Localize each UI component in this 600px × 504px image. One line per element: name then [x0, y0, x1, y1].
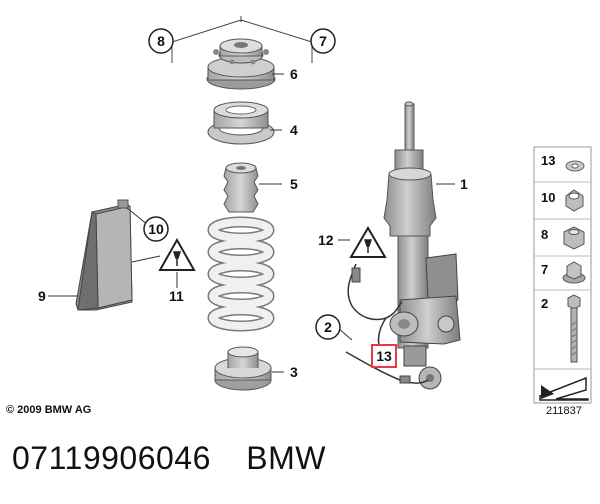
callout-12[interactable]: 12 — [318, 232, 334, 248]
legend-item-7-flange-nut[interactable]: 7 — [541, 261, 586, 284]
caption-bar: 07119906046 BMW — [12, 440, 352, 477]
callout-8[interactable]: 8 — [148, 28, 174, 54]
svg-text:13: 13 — [541, 153, 555, 168]
control-unit-part — [75, 199, 133, 311]
legend-item-8-nut[interactable]: 8 — [541, 226, 585, 250]
warning-triangle-11 — [131, 237, 196, 288]
shock-absorber-part — [383, 101, 461, 390]
callout-6[interactable]: 6 — [290, 66, 298, 82]
svg-text:8: 8 — [541, 227, 548, 242]
warning-triangle-12 — [338, 226, 387, 258]
part-number: 07119906046 — [12, 440, 211, 476]
callout-9[interactable]: 9 — [38, 288, 46, 304]
svg-text:8: 8 — [157, 33, 165, 49]
callout-10[interactable]: 10 — [143, 216, 169, 242]
callout-5[interactable]: 5 — [290, 176, 298, 192]
small-parts-legend: 13 10 8 7 2 — [533, 146, 592, 404]
top-mount-part — [206, 38, 276, 90]
bump-stop-part — [223, 162, 259, 213]
svg-text:10: 10 — [148, 221, 164, 237]
copyright-notice: © 2009 BMW AG — [6, 404, 92, 416]
brand-label: BMW — [246, 440, 326, 476]
svg-text:7: 7 — [541, 262, 548, 277]
legend-item-2-bolt[interactable]: 2 — [541, 294, 581, 363]
callout-3[interactable]: 3 — [290, 364, 298, 380]
callout-13-highlighted[interactable]: 13 — [371, 344, 397, 368]
svg-text:7: 7 — [319, 33, 327, 49]
callout-7[interactable]: 7 — [310, 28, 336, 54]
arrow-icon — [539, 376, 589, 401]
parts-diagram: 8 7 10 2 13 6 4 5 3 1 9 11 12 13 10 — [38, 16, 592, 404]
svg-text:13: 13 — [376, 348, 392, 364]
svg-text:10: 10 — [541, 190, 555, 205]
callout-4[interactable]: 4 — [290, 122, 298, 138]
spring-pad-part — [207, 101, 275, 145]
coil-spring — [207, 216, 275, 332]
legend-item-10-nut[interactable]: 10 — [541, 189, 584, 212]
legend-item-13-washer[interactable]: 13 — [541, 153, 585, 172]
callout-1[interactable]: 1 — [460, 176, 468, 192]
diagram-code: 211837 — [546, 405, 582, 417]
lower-spring-seat-part — [214, 346, 272, 391]
svg-text:2: 2 — [324, 319, 332, 335]
callout-11[interactable]: 11 — [169, 288, 184, 304]
svg-text:2: 2 — [541, 296, 548, 311]
callout-2[interactable]: 2 — [315, 314, 341, 340]
